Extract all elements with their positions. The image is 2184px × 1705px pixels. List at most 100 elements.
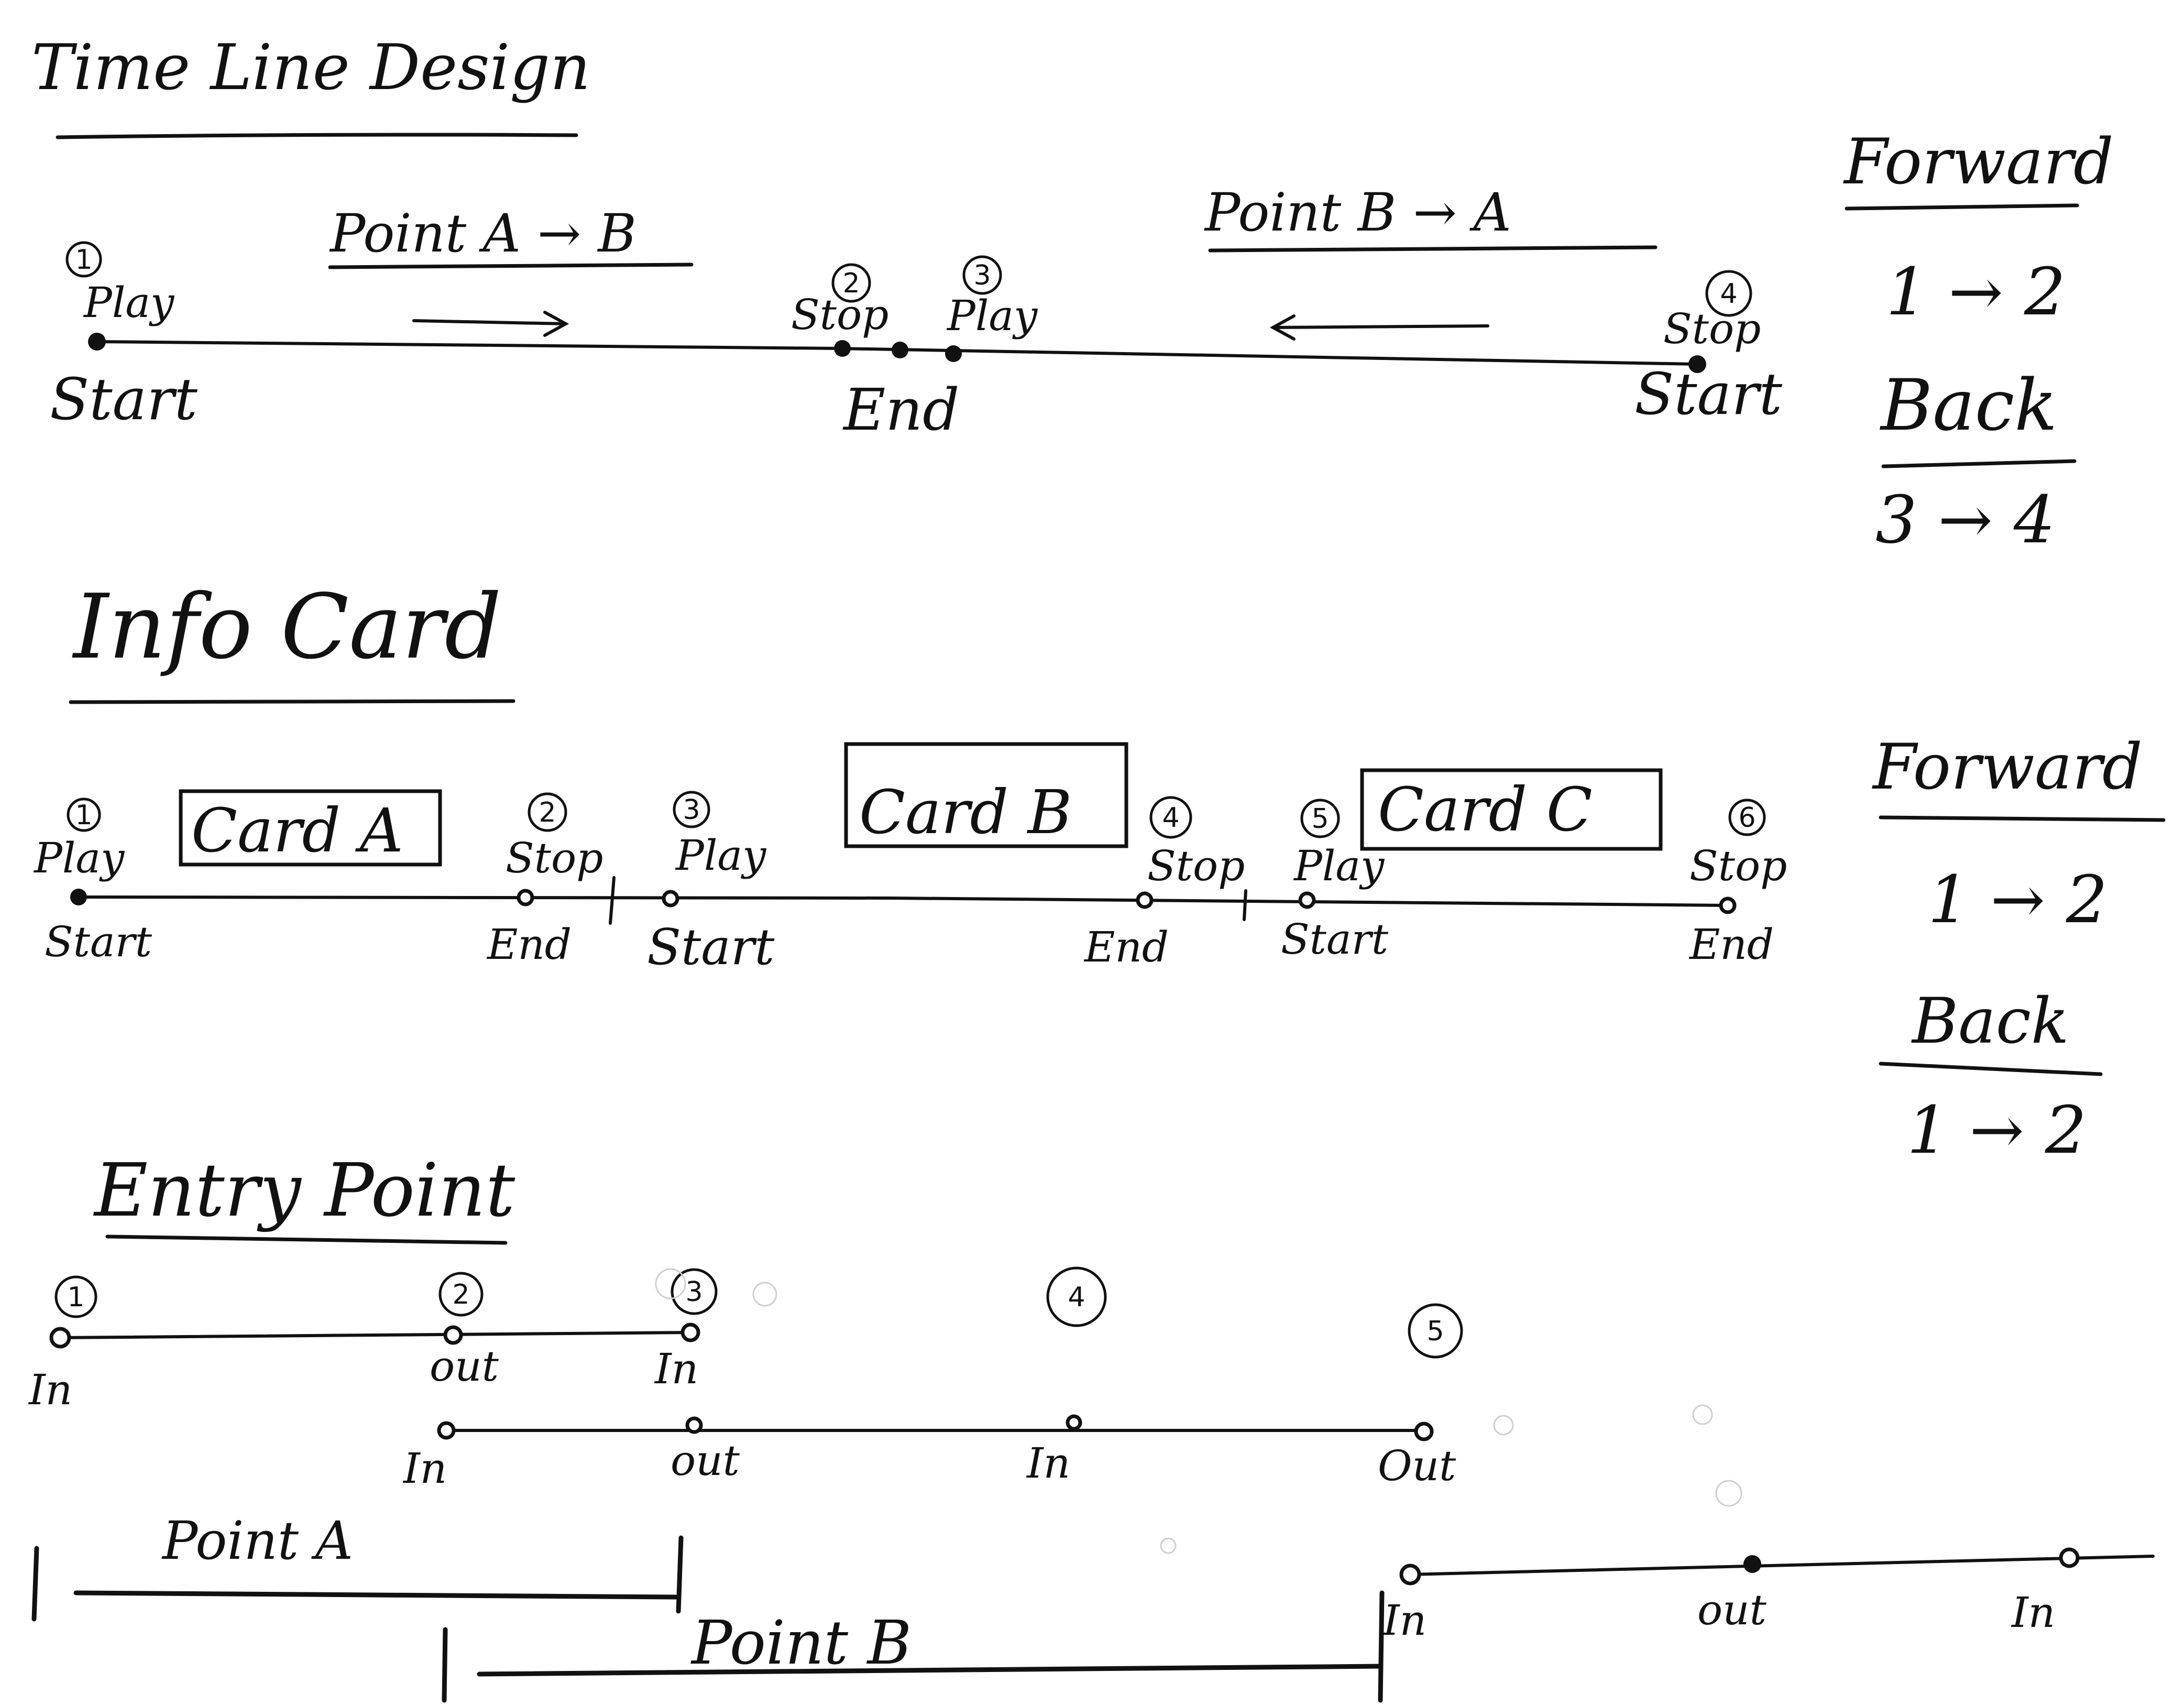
point-a-end-bracket: [676, 1535, 684, 1614]
entry-row-2-label: out: [671, 1436, 740, 1485]
faint-mark: [1715, 1480, 1742, 1507]
entry-row-2: In out In Out: [402, 1414, 1456, 1493]
entry-number-circle: [438, 1272, 484, 1317]
info-card-section: Info Card Card A Card B Card C 1 Play St…: [33, 575, 2166, 1168]
marker-action: Play: [83, 278, 175, 327]
entry-row-1-label: In: [654, 1345, 698, 1393]
marker-action: Play: [33, 834, 125, 882]
entry-node: [2059, 1547, 2080, 1568]
marker-role: Start: [50, 366, 198, 433]
info-card-marker-6: 6 Stop End: [1688, 799, 1787, 969]
entry-row-3-label: out: [1697, 1586, 1767, 1634]
marker-number: 1: [75, 800, 92, 831]
entry-point-title: Entry Point: [93, 1148, 515, 1233]
arrow-backward-icon: [1271, 324, 1489, 329]
marker-number-circle: [1300, 799, 1340, 838]
entry-number: 3: [685, 1276, 703, 1308]
arrow-backward-head-icon: [1269, 314, 1296, 341]
faint-mark: [752, 1282, 777, 1307]
marker-number: 3: [973, 260, 991, 291]
entry-row-3-line: [1408, 1555, 2155, 1576]
marker-dot: [1719, 897, 1737, 914]
marker-number: 2: [842, 268, 860, 299]
entry-point-underline: [105, 1234, 508, 1245]
point-a-segment: Point A: [31, 1510, 684, 1622]
card-b-box: [844, 742, 1128, 848]
entry-node: [1414, 1422, 1434, 1441]
marker-number-circle: [673, 791, 710, 828]
entry-number-circle: [1046, 1266, 1107, 1327]
legend-forward-title: Forward: [1843, 126, 2114, 199]
legend-forward-underline: [1879, 815, 2166, 822]
marker-number: 6: [1738, 802, 1755, 834]
title-underline: [56, 133, 578, 139]
entry-number: 5: [1426, 1316, 1444, 1347]
faint-mark: [1692, 1404, 1713, 1425]
entry-row-2-label: In: [402, 1444, 447, 1493]
info-card-marker-3: 3 Play Start: [647, 791, 775, 976]
marker-number-circle: [831, 263, 871, 303]
marker-role: Start: [1281, 915, 1389, 964]
marker-role: End: [842, 376, 960, 443]
marker-dot: [834, 340, 851, 357]
legend-back-underline: [1879, 1062, 2103, 1076]
entry-row-1-line: [59, 1331, 693, 1339]
entry-node: [1399, 1564, 1421, 1586]
timeline-legend: Forward 1 → 2 Back 3 → 4: [1843, 126, 2114, 558]
entry-point-numbers: 1 2 3 4 5: [54, 1266, 1463, 1359]
label-ab-underline: [328, 263, 694, 269]
card-c: Card C: [1360, 768, 1663, 851]
info-card-underline: [69, 699, 515, 704]
entry-number: 1: [67, 1282, 84, 1313]
marker-role: End: [486, 920, 572, 969]
legend-back-title: Back: [1879, 364, 2057, 446]
marker-number-circle: [1149, 796, 1192, 839]
faint-mark: [655, 1268, 686, 1299]
card-c-box: [1360, 768, 1663, 851]
point-a-bar: [73, 1590, 678, 1600]
marker-dot: [1298, 891, 1316, 909]
label-point-b-to-a: Point B → A: [1204, 182, 1511, 243]
marker-dot: [945, 345, 962, 362]
marker-dot-end: [892, 342, 908, 358]
entry-number-circle: [1408, 1303, 1463, 1359]
marker-role: Start: [45, 917, 152, 966]
marker-action: Stop: [1689, 841, 1787, 890]
timeline-marker-3: 3 Play: [945, 255, 1038, 362]
legend-forward-sequence: 1 → 2: [1928, 862, 2108, 938]
marker-dot: [1136, 891, 1154, 909]
faint-mark: [1493, 1415, 1514, 1436]
point-b-end-bracket: [1378, 1590, 1385, 1703]
timeline-design-section: Time Line Design Point A → B Point B → A…: [31, 31, 2114, 558]
marker-number-circle: [67, 797, 101, 832]
marker-number: 3: [683, 794, 700, 826]
marker-number-circle: [528, 792, 567, 832]
entry-node: [437, 1421, 456, 1440]
entry-row-3-label: In: [1382, 1596, 1426, 1645]
marker-action: Stop: [791, 290, 888, 339]
faint-erased-marks: [655, 1268, 1742, 1554]
info-card-timeline-line: [77, 895, 1730, 907]
point-b-start-bracket: [442, 1627, 448, 1703]
faint-mark: [1160, 1537, 1177, 1554]
entry-node: [49, 1327, 71, 1349]
entry-number: 2: [452, 1279, 469, 1310]
marker-action: Play: [675, 831, 767, 880]
segment-divider: [609, 876, 616, 925]
info-card-title: Info Card: [72, 575, 501, 679]
marker-number-circle: [65, 241, 102, 278]
marker-dot: [70, 889, 87, 905]
point-a-label: Point A: [161, 1510, 353, 1571]
entry-row-2-label: Out: [1378, 1441, 1456, 1490]
point-a-start-bracket: [31, 1546, 39, 1622]
card-b-label: Card B: [859, 778, 1072, 848]
card-a-box: [179, 789, 442, 867]
info-card-marker-4: 4 Stop End: [1083, 796, 1245, 971]
entry-row-3-label: In: [2011, 1588, 2055, 1637]
entry-number-circle: [671, 1268, 718, 1315]
info-card-legend: Forward 1 → 2 Back 1 → 2: [1872, 731, 2166, 1168]
marker-number-circle: [1705, 270, 1752, 317]
legend-back-sequence: 1 → 2: [1907, 1092, 2087, 1168]
legend-forward-title: Forward: [1872, 731, 2143, 804]
info-card-marker-5: 5 Play Start: [1281, 799, 1389, 964]
